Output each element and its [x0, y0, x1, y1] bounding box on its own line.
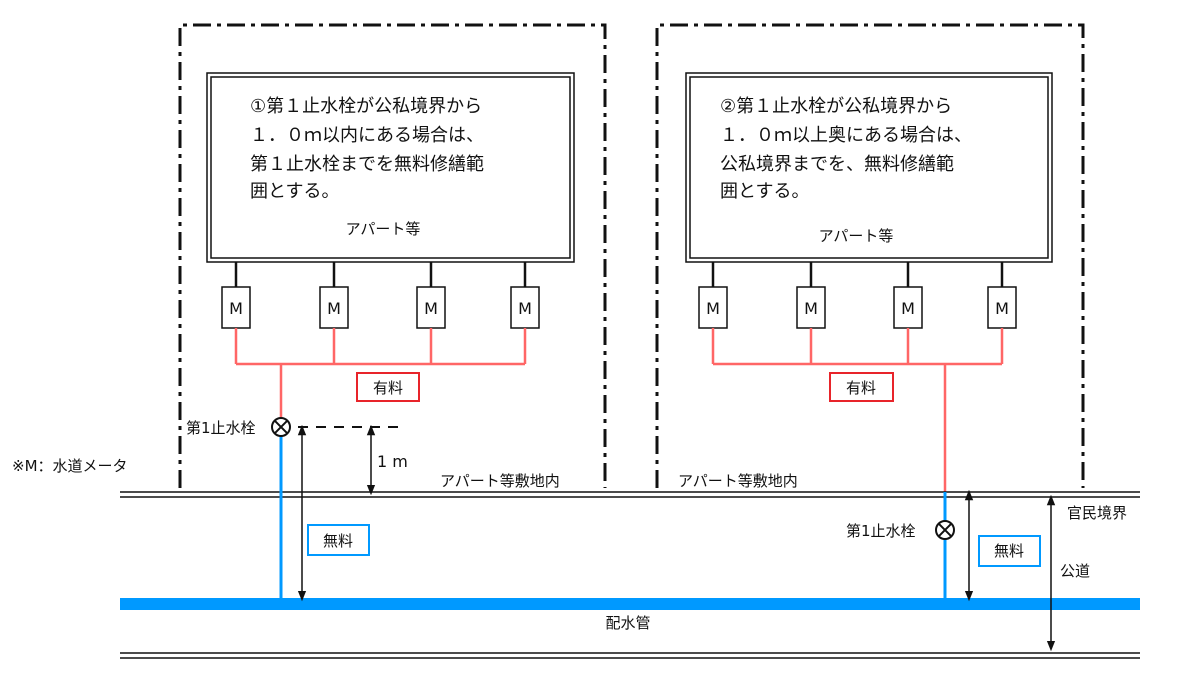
meter-label: M	[424, 299, 438, 318]
main-water-pipe	[120, 598, 1140, 610]
left-description-line: １．０ｍ以内にある場合は、	[250, 125, 484, 146]
water-meter: M	[221, 262, 251, 329]
svg-text:有料: 有料	[846, 379, 876, 397]
water-meter: M	[698, 262, 728, 329]
left-description-line: ①第１止水栓が公私境界から	[250, 96, 482, 117]
left-stop-valve-icon	[271, 417, 291, 437]
svg-text:無料: 無料	[994, 542, 1024, 560]
right-description-line: 公私境界までを、無料修繕範	[720, 154, 954, 175]
water-meter: M	[510, 262, 540, 329]
meter-label: M	[518, 299, 532, 318]
right-premises-label: アパート等敷地内	[678, 472, 798, 490]
left-building	[206, 72, 575, 263]
left-description-line: 囲とする。	[250, 181, 339, 202]
left-premises-label: アパート等敷地内	[440, 472, 560, 490]
right-free-badge: 無料	[978, 535, 1041, 567]
legend-note: ※M：水道メータ	[12, 457, 128, 475]
left-building-label: アパート等	[346, 220, 421, 238]
main-pipe-label: 配水管	[605, 614, 650, 632]
meter-label: M	[327, 299, 341, 318]
right-paid-badge: 有料	[829, 372, 894, 402]
meter-label: M	[901, 299, 915, 318]
one-meter-label: 1 m	[377, 452, 408, 471]
svg-text:有料: 有料	[373, 379, 403, 397]
right-premises-boundary	[655, 23, 1085, 488]
boundary-line	[120, 491, 1140, 498]
left-description-line: 第１止水栓までを無料修繕範	[250, 154, 484, 175]
right-valve-label: 第1止水栓	[846, 522, 916, 540]
water-meter: M	[987, 262, 1017, 329]
left-paid-badge: 有料	[356, 372, 420, 402]
water-meter: M	[416, 262, 446, 329]
left-free-badge: 無料	[307, 524, 370, 556]
road-edge-line	[120, 652, 1140, 659]
road-label: 公道	[1060, 562, 1090, 580]
right-building	[685, 72, 1053, 263]
water-meter: M	[319, 262, 349, 329]
water-meter: M	[796, 262, 826, 329]
right-building-label: アパート等	[819, 227, 894, 245]
right-description-line: １．０ｍ以上奥にある場合は、	[720, 125, 972, 146]
meter-label: M	[995, 299, 1009, 318]
boundary-label: 官民境界	[1067, 504, 1127, 522]
right-description-line: ②第１止水栓が公私境界から	[720, 96, 952, 117]
left-premises-boundary	[178, 23, 607, 488]
left-paid-pipe	[234, 328, 527, 418]
meter-label: M	[229, 299, 243, 318]
meter-label: M	[706, 299, 720, 318]
meter-label: M	[804, 299, 818, 318]
right-stop-valve-icon	[935, 520, 955, 540]
svg-text:無料: 無料	[323, 532, 353, 550]
water-meter: M	[893, 262, 923, 329]
right-paid-pipe	[711, 328, 1004, 492]
right-description-line: 囲とする。	[720, 181, 809, 202]
left-valve-label: 第1止水栓	[186, 419, 256, 437]
